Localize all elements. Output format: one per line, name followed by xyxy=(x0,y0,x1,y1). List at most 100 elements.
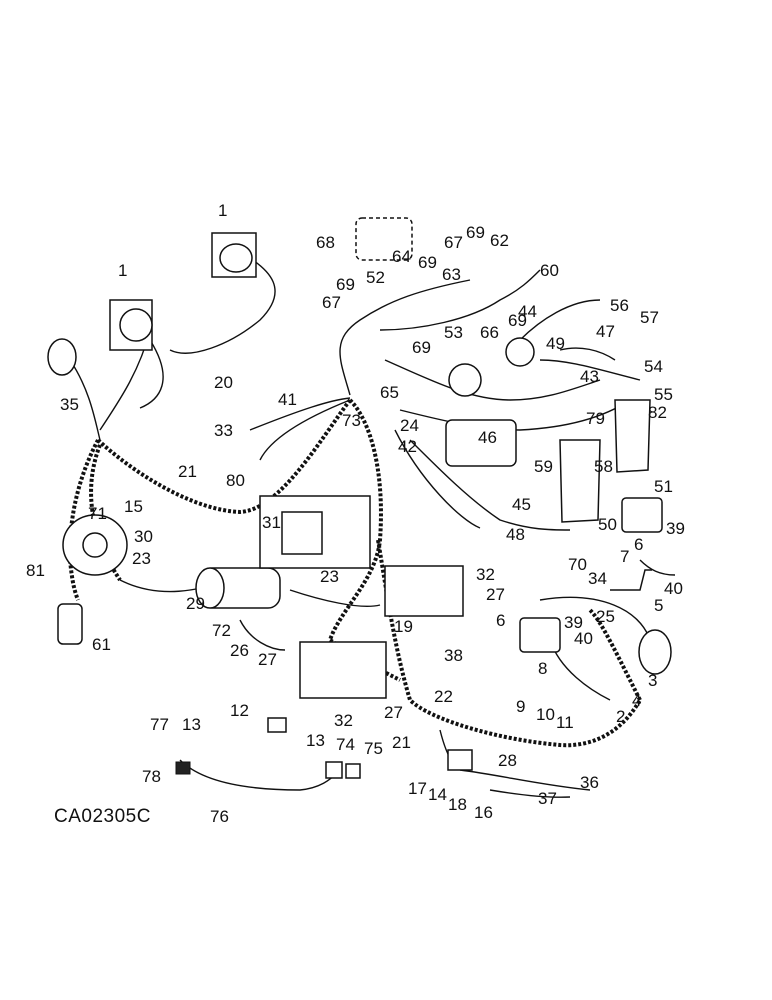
callout-label: 64 xyxy=(392,247,411,266)
light-6-upper xyxy=(621,497,663,533)
callout-label: 65 xyxy=(380,383,399,402)
callout-label: 39 xyxy=(564,613,583,632)
callout-label: 82 xyxy=(648,403,667,422)
callout-label: 69 xyxy=(336,275,355,294)
callout-label: 27 xyxy=(258,650,277,669)
callout-label: 9 xyxy=(516,697,525,716)
callout-label: 72 xyxy=(212,621,231,640)
callout-label: 22 xyxy=(434,687,453,706)
callout-label: 38 xyxy=(444,646,463,665)
callout-label: 25 xyxy=(596,607,615,626)
callout-label: 20 xyxy=(214,373,233,392)
callout-label: 46 xyxy=(478,428,497,447)
callout-label: 77 xyxy=(150,715,169,734)
bracket-34 xyxy=(610,569,652,591)
callout-label: 74 xyxy=(336,735,355,754)
callout-label: 18 xyxy=(448,795,467,814)
callout-label: 69 xyxy=(418,253,437,272)
gauge-66 xyxy=(505,337,535,367)
callout-label: 2 xyxy=(616,707,625,726)
callout-label: 35 xyxy=(60,395,79,414)
callout-label: 30 xyxy=(134,527,153,546)
callout-label: 15 xyxy=(124,497,143,516)
callout-label: 78 xyxy=(142,767,161,786)
callout-label: 37 xyxy=(538,789,557,808)
callout-label: 76 xyxy=(210,807,229,826)
battery-upper xyxy=(384,565,464,617)
callout-label: 13 xyxy=(306,731,325,750)
callout-label: 10 xyxy=(536,705,555,724)
callout-label: 16 xyxy=(474,803,493,822)
callout-label: 39 xyxy=(666,519,685,538)
lamp-5 xyxy=(638,629,672,675)
callout-label: 1 xyxy=(118,261,127,280)
callout-label: 24 xyxy=(400,416,419,435)
callout-label: 68 xyxy=(316,233,335,252)
starter-solenoid xyxy=(195,567,225,609)
callout-label: 45 xyxy=(512,495,531,514)
callout-label: 69 xyxy=(466,223,485,242)
callout-label: 71 xyxy=(88,504,107,523)
drawing-code: CA02305C xyxy=(54,806,151,827)
callout-label: 75 xyxy=(364,739,383,758)
connector-12 xyxy=(267,717,287,733)
callout-label: 51 xyxy=(654,477,673,496)
callout-label: 40 xyxy=(574,629,593,648)
switch-14 xyxy=(447,749,473,771)
callout-label: 81 xyxy=(26,561,45,580)
regulator-31 xyxy=(281,511,323,555)
callout-label: 59 xyxy=(534,457,553,476)
callout-label: 27 xyxy=(384,703,403,722)
callout-label: 50 xyxy=(598,515,617,534)
sender-35 xyxy=(47,338,77,376)
callout-label: 48 xyxy=(506,525,525,544)
callout-label: 21 xyxy=(178,462,197,481)
callout-label: 13 xyxy=(182,715,201,734)
gauge-cluster-68 xyxy=(355,217,413,261)
callout-label: 57 xyxy=(640,308,659,327)
callout-label: 23 xyxy=(132,549,151,568)
callout-labels: 1 1 68 69 67 62 60 67 69 64 69 63 52 56 … xyxy=(26,201,685,826)
callout-label: 41 xyxy=(278,390,297,409)
battery-lower xyxy=(299,641,387,699)
horn-lower xyxy=(119,308,153,342)
callout-label: 63 xyxy=(442,265,461,284)
callout-label: 32 xyxy=(476,565,495,584)
callout-label: 12 xyxy=(230,701,249,720)
callout-label: 40 xyxy=(664,579,683,598)
callout-label: 52 xyxy=(366,268,385,287)
callout-label: 6 xyxy=(496,611,505,630)
callout-label: 79 xyxy=(586,409,605,428)
callout-label: 11 xyxy=(556,713,574,732)
callout-label: 32 xyxy=(334,711,353,730)
switch-46 xyxy=(445,419,517,467)
callout-label: 34 xyxy=(588,569,607,588)
alternator-pulley xyxy=(82,532,108,558)
callout-label: 69 xyxy=(412,338,431,357)
callout-label: 6 xyxy=(634,535,643,554)
callout-label: 7 xyxy=(620,547,629,566)
callout-label: 54 xyxy=(644,357,663,376)
callout-label: 66 xyxy=(480,323,499,342)
callout-label: 56 xyxy=(610,296,629,315)
callout-label: 26 xyxy=(230,641,249,660)
callout-label: 4 xyxy=(632,691,641,710)
horn-upper xyxy=(219,243,253,273)
callout-label: 31 xyxy=(262,513,281,532)
callout-label: 36 xyxy=(580,773,599,792)
callout-label: 27 xyxy=(486,585,505,604)
callout-label: 69 xyxy=(508,311,527,330)
mount-plate-51 xyxy=(614,399,651,473)
callout-label: 60 xyxy=(540,261,559,280)
callout-label: 67 xyxy=(444,233,463,252)
callout-label: 33 xyxy=(214,421,233,440)
components xyxy=(47,217,672,779)
callout-label: 47 xyxy=(596,322,615,341)
callout-label: 14 xyxy=(428,785,447,804)
callout-label: 61 xyxy=(92,635,111,654)
light-6-lower xyxy=(519,617,561,653)
callout-label: 21 xyxy=(392,733,411,752)
callout-label: 19 xyxy=(394,617,413,636)
callout-label: 53 xyxy=(444,323,463,342)
